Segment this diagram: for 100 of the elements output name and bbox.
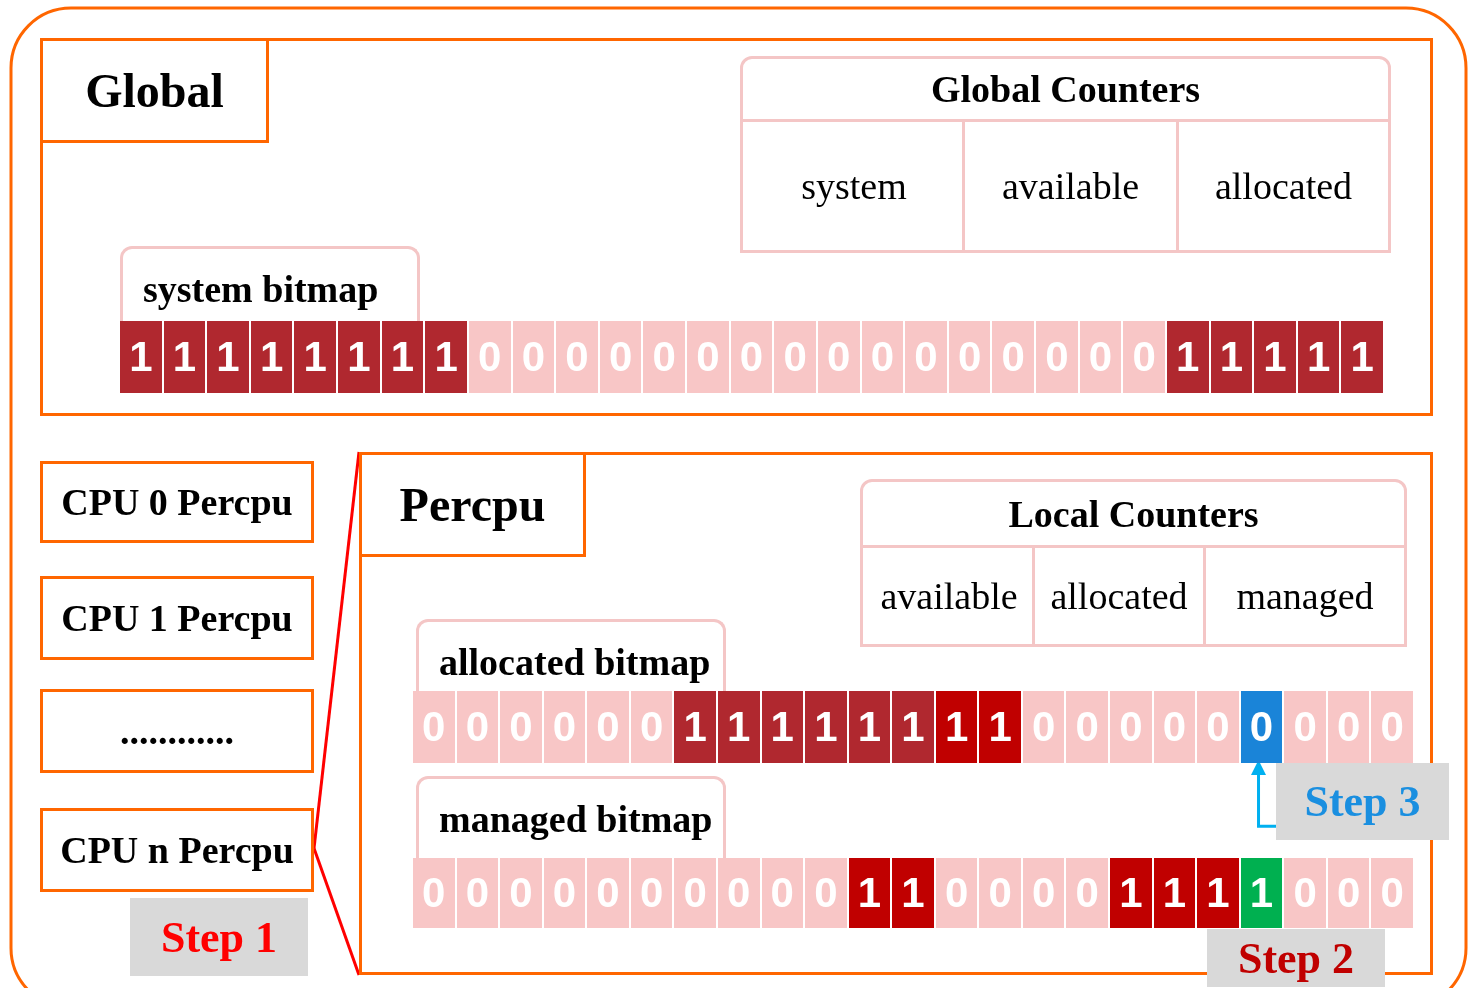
bit-cell: 0: [456, 858, 499, 928]
bit-cell: 0: [992, 321, 1034, 393]
bit-cell: 1: [892, 858, 934, 928]
bit-cell: 0: [1022, 691, 1065, 763]
connector-line: [312, 847, 361, 976]
percpu-box: ............: [40, 689, 314, 773]
bit-cell: 0: [512, 321, 555, 393]
bit-cell: 0: [674, 858, 716, 928]
bit-cell: 1: [120, 321, 162, 393]
bit-cell: 0: [1371, 858, 1413, 928]
bit-cell: 0: [1240, 691, 1283, 763]
bit-cell: 0: [805, 858, 847, 928]
bit-cell: 0: [1110, 691, 1152, 763]
bit-cell: 1: [381, 321, 424, 393]
bitmap-label: managed bitmap: [416, 776, 726, 858]
counter-table: [860, 479, 1407, 647]
bit-cell: 0: [1066, 858, 1109, 928]
bit-cell: 0: [979, 858, 1021, 928]
bit-cell: 1: [805, 691, 847, 763]
bit-cell: 0: [413, 691, 455, 763]
counter-cell: allocated: [1176, 119, 1388, 250]
bit-cell: 0: [1079, 321, 1122, 393]
bit-cell: 0: [1284, 691, 1326, 763]
bit-cell: 1: [892, 691, 934, 763]
connector-line: [312, 451, 361, 849]
bit-cell: 1: [1240, 858, 1283, 928]
bit-cell: 1: [163, 321, 206, 393]
bit-cell: 0: [1036, 321, 1078, 393]
bit-cell: 0: [1327, 858, 1370, 928]
bit-cell: 0: [761, 858, 804, 928]
step-label: Step 3: [1276, 763, 1449, 840]
panel: [40, 38, 1433, 416]
bitmap-label: allocated bitmap: [416, 619, 726, 691]
bit-cell: 0: [817, 321, 860, 393]
bit-cell: 0: [587, 691, 629, 763]
counter-cell: managed: [1203, 545, 1404, 644]
bit-cell: 0: [1123, 321, 1165, 393]
bit-cell: 0: [1284, 858, 1326, 928]
bit-cell: 1: [250, 321, 293, 393]
bit-cell: 0: [730, 321, 773, 393]
bit-cell: 1: [1297, 321, 1340, 393]
counter-cell: available: [962, 119, 1176, 250]
bitmap-label: system bitmap: [120, 246, 420, 321]
bit-cell: 1: [674, 691, 716, 763]
step-label: Step 1: [130, 898, 308, 976]
bit-cell: 0: [543, 858, 586, 928]
bit-cell: 1: [979, 691, 1021, 763]
bit-cell: 0: [774, 321, 816, 393]
percpu-box: CPU n Percpu: [40, 808, 314, 892]
bit-cell: 0: [1066, 691, 1109, 763]
bit-cell: 1: [1110, 858, 1152, 928]
panel-title: Percpu: [359, 452, 586, 557]
bit-cell: 1: [1254, 321, 1296, 393]
bit-cell: 1: [848, 691, 891, 763]
bit-cell: 0: [1022, 858, 1065, 928]
bit-cell: 1: [1341, 321, 1383, 393]
bit-cell: 0: [935, 858, 978, 928]
bit-cell: 1: [935, 691, 978, 763]
bit-cell: 1: [338, 321, 380, 393]
bit-cell: 1: [1153, 858, 1196, 928]
percpu-box: CPU 1 Percpu: [40, 576, 314, 660]
bit-cell: 0: [1327, 691, 1370, 763]
table-heading: Global Counters: [929, 67, 1202, 112]
bit-cell: 1: [848, 858, 891, 928]
counter-cell: available: [863, 545, 1035, 644]
bit-cell: 0: [905, 321, 947, 393]
bit-cell: 0: [717, 858, 760, 928]
bit-cell: 1: [761, 691, 804, 763]
bit-cell: 0: [468, 321, 511, 393]
bit-cell: 0: [456, 691, 499, 763]
bit-cell: 1: [1166, 321, 1209, 393]
counter-cell: system: [743, 119, 965, 250]
bit-cell: 0: [587, 858, 629, 928]
bit-cell: 0: [500, 691, 542, 763]
bit-cell: 1: [207, 321, 249, 393]
bit-cell: 1: [717, 691, 760, 763]
bit-cell: 0: [643, 321, 686, 393]
percpu-box: CPU 0 Percpu: [40, 461, 314, 543]
bit-cell: 0: [630, 691, 673, 763]
counter-table: [740, 56, 1391, 253]
panel-title: Global: [40, 38, 269, 143]
bit-cell: 0: [948, 321, 991, 393]
bit-cell: 1: [294, 321, 337, 393]
counter-cell: allocated: [1032, 545, 1203, 644]
bit-cell: 0: [630, 858, 673, 928]
bit-cell: 0: [687, 321, 729, 393]
bit-cell: 0: [413, 858, 455, 928]
bit-cell: 1: [425, 321, 467, 393]
bit-cell: 0: [556, 321, 598, 393]
bit-cell: 0: [500, 858, 542, 928]
bit-cell: 0: [1197, 691, 1239, 763]
bit-cell: 0: [861, 321, 904, 393]
bit-cell: 0: [543, 691, 586, 763]
step-label: Step 2: [1207, 929, 1385, 987]
bit-cell: 1: [1197, 858, 1239, 928]
bit-cell: 0: [599, 321, 642, 393]
table-heading: Local Counters: [1007, 491, 1260, 537]
bit-cell: 1: [1210, 321, 1253, 393]
bit-cell: 0: [1153, 691, 1196, 763]
bit-cell: 0: [1371, 691, 1413, 763]
